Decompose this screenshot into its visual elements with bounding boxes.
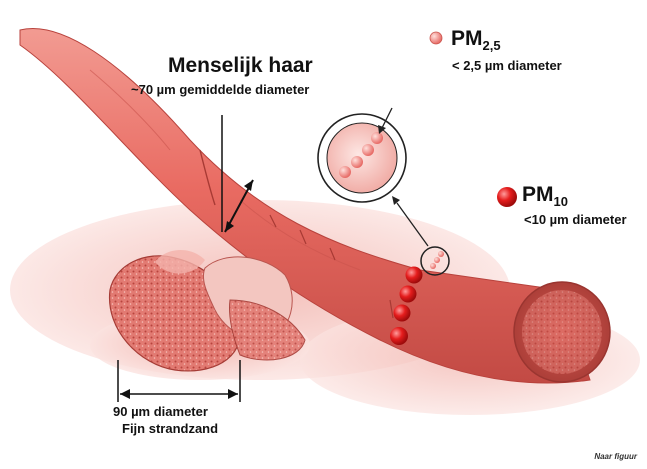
pm10-legend-icon [497, 187, 517, 207]
hair-title: Menselijk haar [168, 54, 313, 78]
pm10-description: <10 µm diameter [524, 212, 627, 227]
pm25-zoom-circle [318, 108, 406, 202]
sand-size-label: 90 µm diameter [113, 404, 208, 419]
pm10-label: PM10 [522, 183, 568, 209]
sand-grains [110, 250, 305, 371]
credit-text: Naar figuur [594, 452, 637, 461]
pm10-label-sub: 10 [554, 194, 568, 209]
pm25-description: < 2,5 µm diameter [452, 58, 562, 73]
pm25-label-sub: 2,5 [483, 38, 501, 53]
pm25-label-main: PM [451, 27, 483, 50]
pm25-legend-icon [430, 32, 442, 44]
hair-subtitle: ~70 µm gemiddelde diameter [131, 82, 309, 97]
sand-name-label: Fijn strandzand [122, 421, 218, 436]
pm10-label-main: PM [522, 183, 554, 206]
pm25-label: PM2,5 [451, 27, 501, 53]
